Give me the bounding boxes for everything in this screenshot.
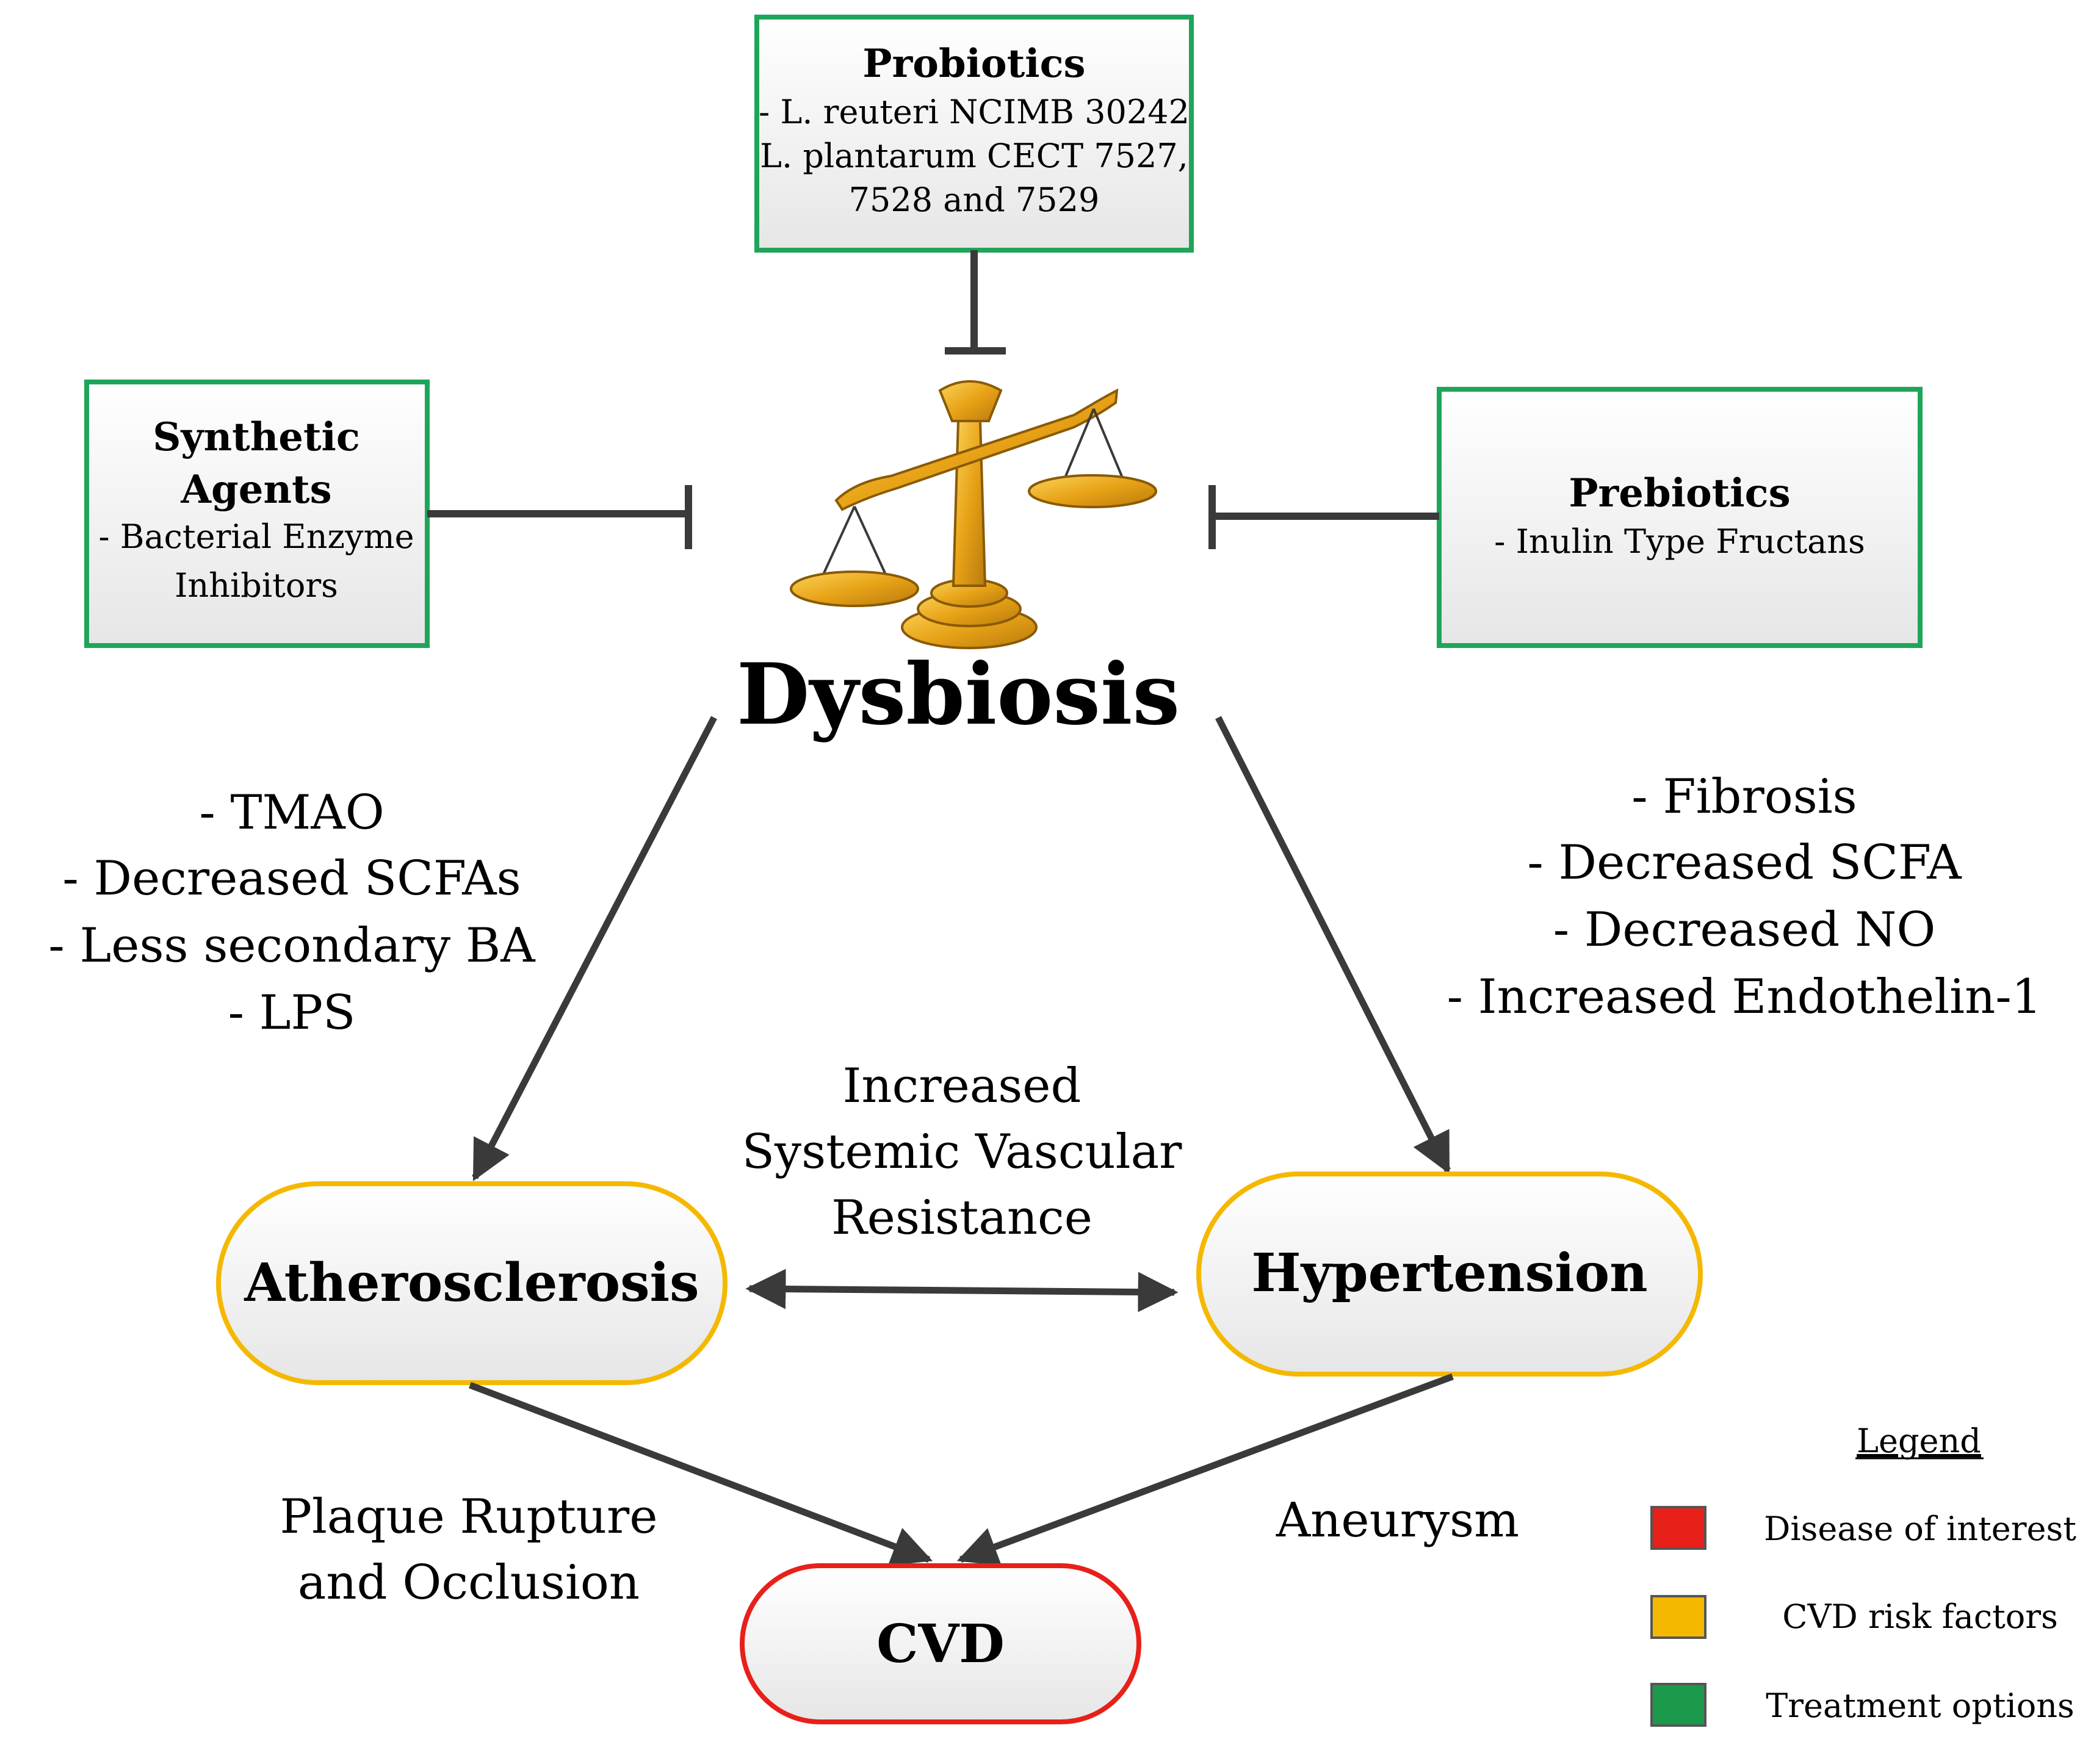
right-factor-3: - Decreased NO — [1553, 902, 1936, 957]
plaque-label-line-1: Plaque Rupture — [280, 1489, 658, 1544]
probiotics-title: Probiotics — [862, 41, 1085, 87]
legend-label-disease: Disease of interest — [1764, 1510, 2076, 1548]
synthetic-inhibit-connector — [427, 485, 692, 549]
synthetic-title-line-1: Synthetic — [153, 414, 360, 460]
middle-label-line-3: Resistance — [831, 1190, 1092, 1245]
legend: Legend Disease of interest CVD risk fact… — [1650, 1422, 2076, 1727]
left-factor-list: - TMAO - Decreased SCFAs - Less secondar… — [48, 785, 536, 1040]
dysbiosis-to-hypertension-arrow — [1215, 716, 1451, 1174]
legend-swatch-risk — [1650, 1595, 1706, 1639]
legend-swatch-disease — [1650, 1506, 1706, 1550]
synthetic-line-2: Inhibitors — [175, 566, 338, 605]
right-factor-list: - Fibrosis - Decreased SCFA - Decreased … — [1447, 769, 2042, 1024]
left-factor-4: - LPS — [228, 985, 356, 1040]
dysbiosis-title: Dysbiosis — [737, 644, 1180, 744]
right-factor-4: - Increased Endothelin-1 — [1447, 970, 2042, 1024]
prebiotics-line-1: - Inulin Type Fructans — [1494, 522, 1865, 561]
right-factor-1: - Fibrosis — [1631, 769, 1857, 824]
right-factor-2: - Decreased SCFA — [1527, 835, 1962, 890]
hypertension-node: Hypertension — [1196, 1172, 1703, 1377]
synthetic-title-line-2: Agents — [180, 467, 331, 513]
middle-label-line-2: Systemic Vascular — [742, 1125, 1182, 1179]
atherosclerosis-label: Atherosclerosis — [244, 1252, 699, 1314]
middle-label: Increased Systemic Vascular Resistance — [742, 1059, 1182, 1245]
cvd-label: CVD — [876, 1613, 1005, 1675]
probiotics-line-1: - L. reuteri NCIMB 30242 — [759, 93, 1190, 131]
aneurysm-label: Aneurysm — [1276, 1493, 1519, 1548]
dysbiosis-to-atherosclerosis-arrow — [472, 716, 717, 1181]
synthetic-agents-box: Synthetic Agents - Bacterial Enzyme Inhi… — [84, 380, 430, 648]
left-factor-1: - TMAO — [199, 785, 384, 840]
prebiotics-inhibit-connector — [1208, 485, 1439, 549]
legend-title: Legend — [1857, 1422, 1981, 1460]
atherosclerosis-to-cvd-arrow — [469, 1381, 933, 1566]
balance-scale-icon — [790, 380, 1157, 649]
legend-label-risk: CVD risk factors — [1782, 1597, 2058, 1636]
bidirectional-arrow — [745, 1269, 1179, 1312]
hypertension-to-cvd-arrow — [956, 1373, 1454, 1566]
probiotics-inhibit-connector — [945, 250, 1006, 355]
synthetic-line-1: - Bacterial Enzyme — [98, 517, 414, 556]
legend-swatch-treatment — [1650, 1683, 1706, 1727]
plaque-label: Plaque Rupture and Occlusion — [280, 1489, 658, 1610]
hypertension-label: Hypertension — [1251, 1242, 1647, 1304]
plaque-label-line-2: and Occlusion — [298, 1555, 640, 1610]
left-factor-3: - Less secondary BA — [48, 918, 536, 973]
cvd-node: CVD — [740, 1563, 1141, 1724]
middle-label-line-1: Increased — [843, 1059, 1082, 1114]
legend-label-treatment: Treatment options — [1766, 1687, 2075, 1725]
prebiotics-title: Prebiotics — [1569, 470, 1790, 516]
atherosclerosis-node: Atherosclerosis — [216, 1181, 728, 1385]
left-factor-2: - Decreased SCFAs — [62, 851, 521, 906]
probiotics-line-3: 7528 and 7529 — [849, 181, 1100, 219]
probiotics-line-2: L. plantarum CECT 7527, — [760, 137, 1188, 175]
probiotics-box: Probiotics - L. reuteri NCIMB 30242 L. p… — [754, 15, 1194, 253]
prebiotics-box: Prebiotics - Inulin Type Fructans — [1437, 387, 1923, 648]
